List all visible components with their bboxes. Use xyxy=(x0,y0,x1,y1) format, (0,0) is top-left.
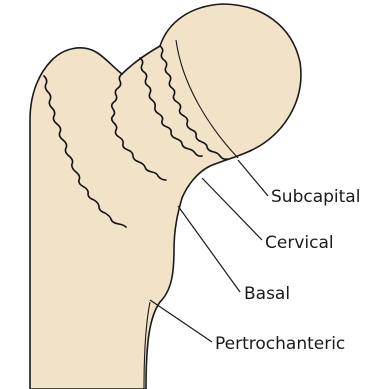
leader-line-subcapital xyxy=(238,160,268,196)
label-basal: Basal xyxy=(244,284,290,304)
label-subcapital: Subcapital xyxy=(271,187,360,207)
leader-line-cervical xyxy=(202,178,262,240)
label-cervical: Cervical xyxy=(265,233,334,253)
label-pertrochanteric: Pertrochanteric xyxy=(215,334,345,354)
leader-line-basal xyxy=(178,206,240,292)
leader-line-pertrochanteric xyxy=(150,300,212,342)
